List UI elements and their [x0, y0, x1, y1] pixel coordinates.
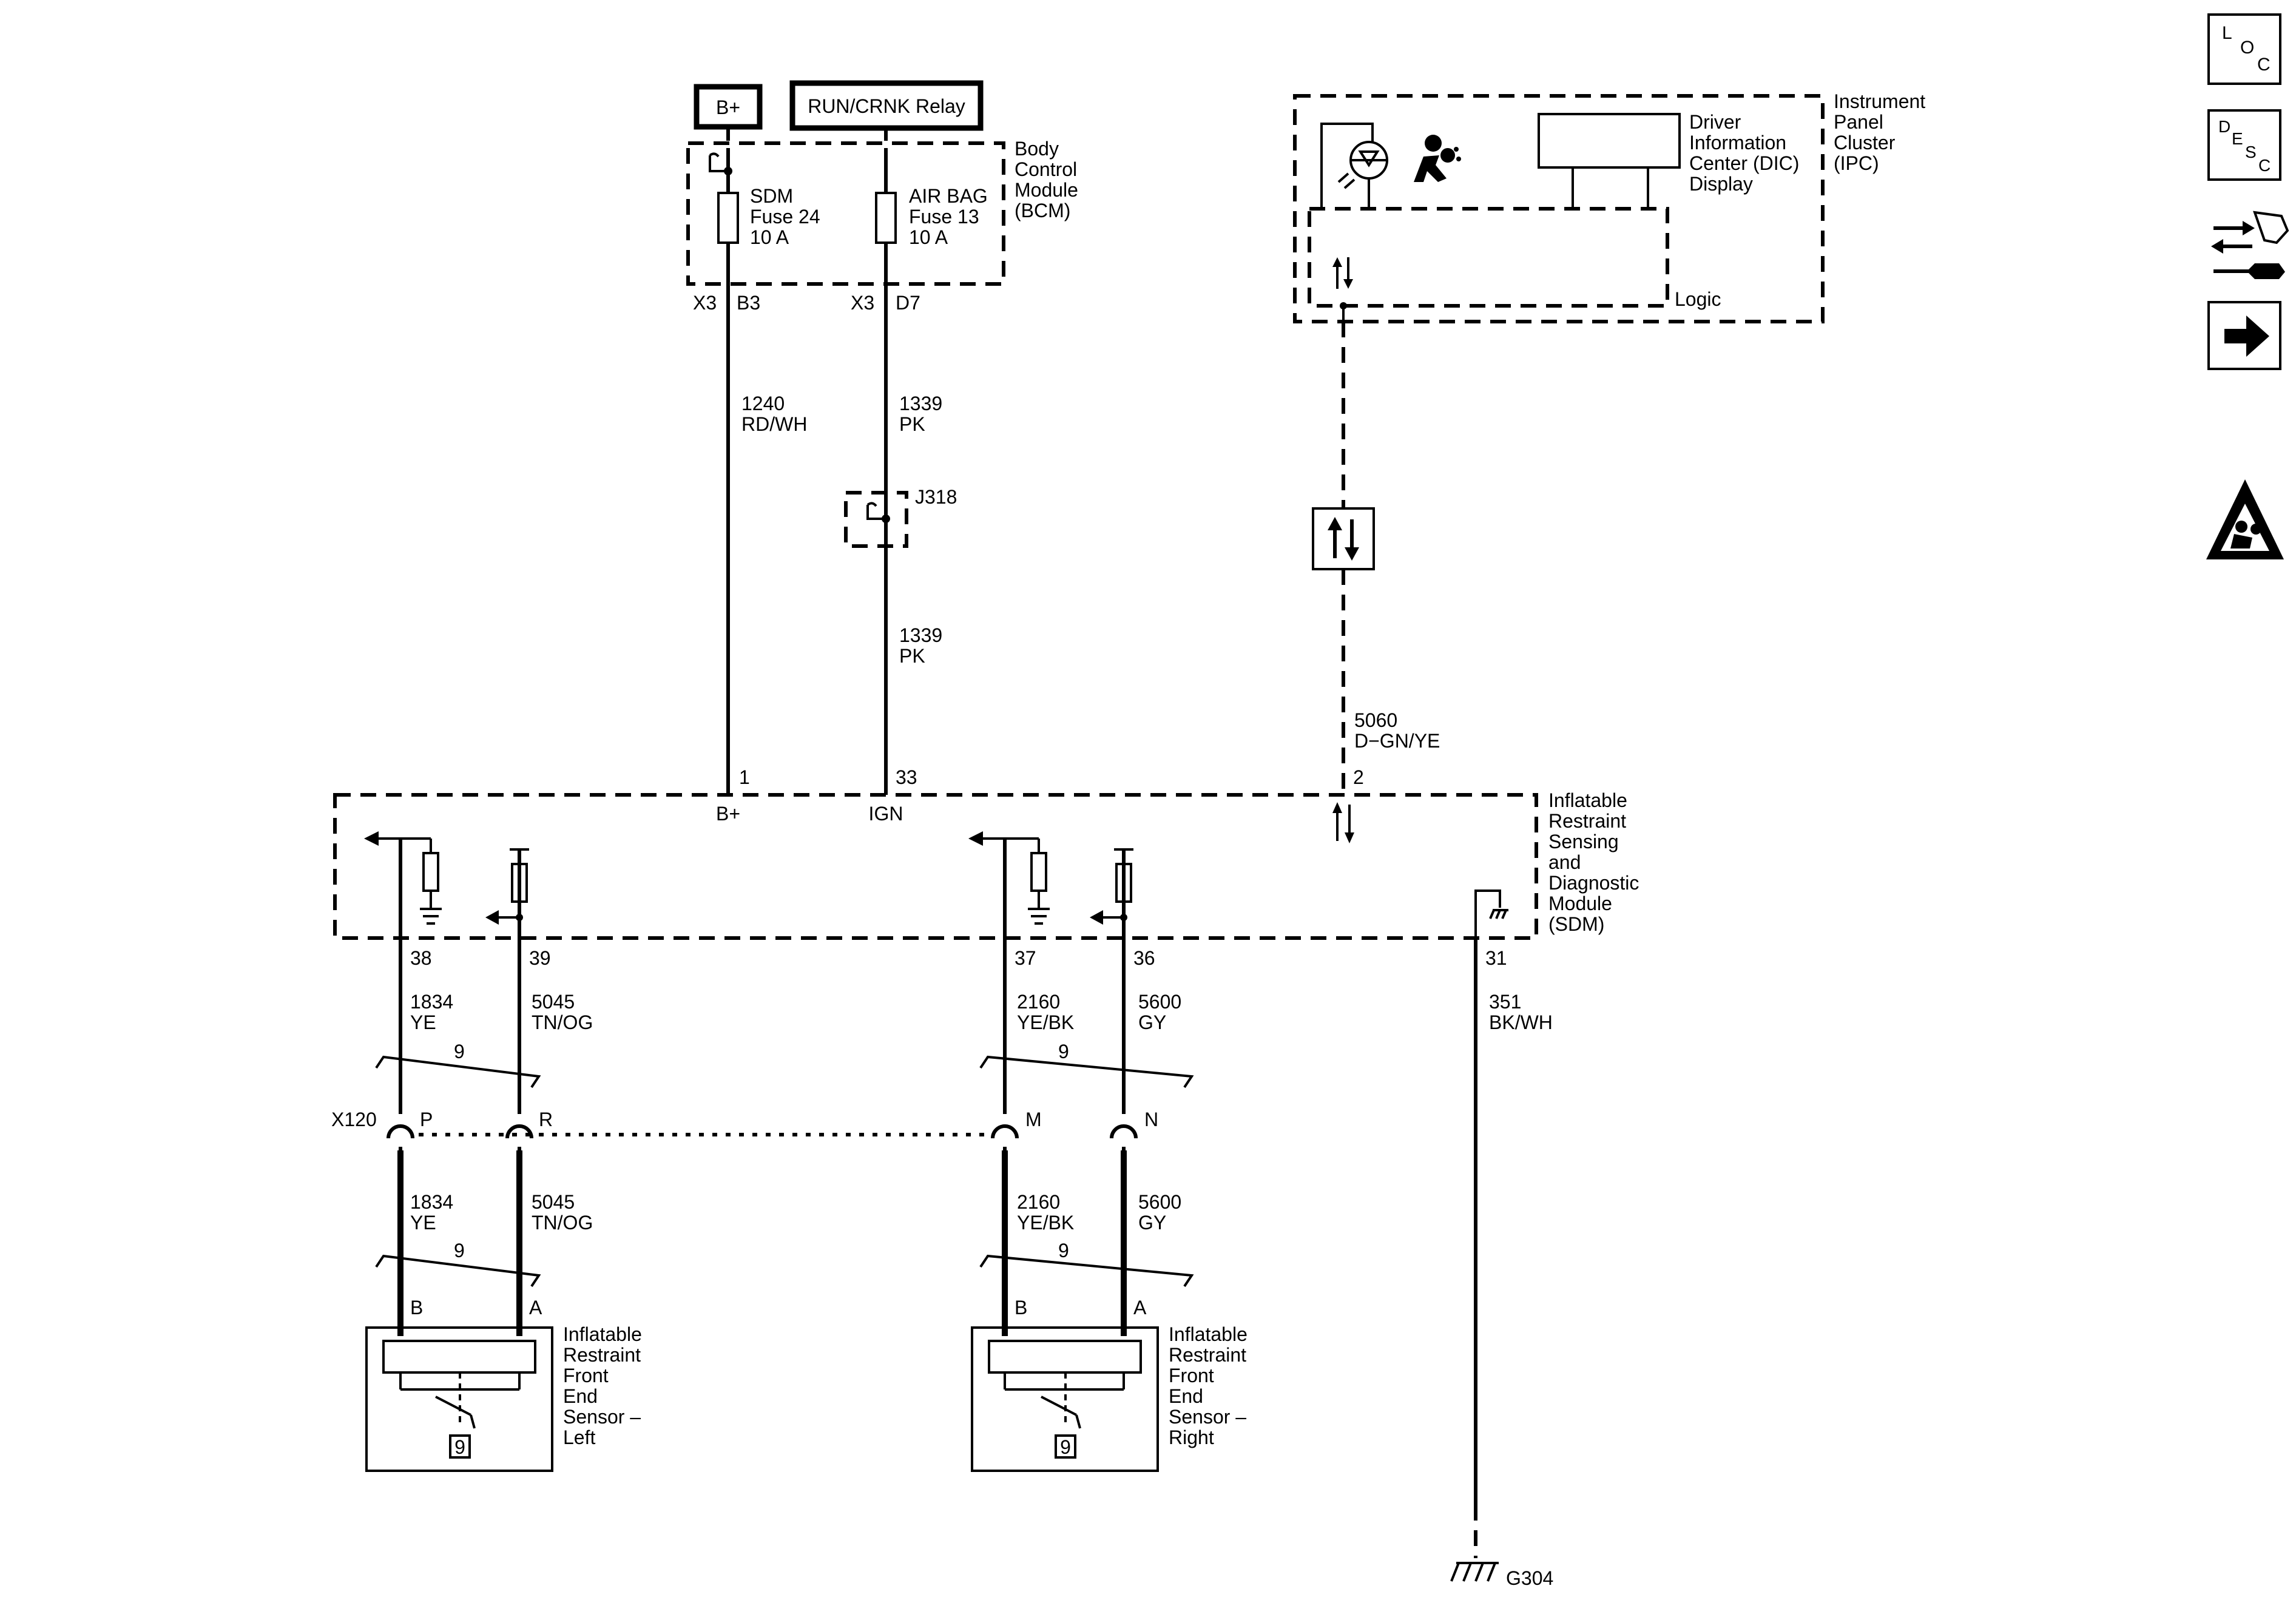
wire-upper-right-2: 5600 GY	[1138, 991, 1187, 1033]
wire-upper-left-1: 1834 YE	[410, 991, 459, 1033]
svg-text:E: E	[2232, 129, 2243, 148]
splice-label: J318	[915, 486, 957, 508]
sdm-ign: IGN	[869, 803, 903, 825]
sdm-pin-38: 38	[410, 947, 432, 969]
next-arrow-icon[interactable]	[2207, 301, 2281, 370]
sdm-pin-33: 33	[896, 766, 917, 788]
wire-351-label: 351 BK/WH	[1489, 991, 1553, 1033]
x120-pin-p: P	[420, 1109, 433, 1130]
sdm-circuit-39	[485, 848, 529, 938]
bcm-pin1: B3	[737, 292, 760, 314]
twist-lower-left: 9	[454, 1240, 465, 1261]
twist-upper-right: 9	[1058, 1041, 1069, 1062]
sdm-module: Inflatable Restraint Sensing and Diagnos…	[333, 766, 1644, 940]
airbag-symbol-icon	[1414, 135, 1461, 182]
x120-pin-n: N	[1144, 1109, 1158, 1130]
logic-label: Logic	[1675, 288, 1721, 310]
fuse2-label: AIR BAG Fuse 13 10 A	[909, 185, 993, 248]
sdm-pin-1: 1	[739, 766, 750, 788]
wire-lower-left-2: 5045 TN/OG	[532, 1191, 593, 1234]
wire-1240-label: 1240 RD/WH	[741, 393, 807, 435]
sdm-ground-icon	[1474, 890, 1508, 938]
bcm-pin2: D7	[896, 292, 920, 314]
wire-1339b-label: 1339 PK	[899, 624, 948, 667]
airbag-fuse	[875, 192, 897, 244]
relay-label: RUN/CRNK Relay	[808, 95, 965, 117]
wiring-repair-icon[interactable]	[2211, 211, 2289, 279]
sensor-right-pin-b: B	[1015, 1297, 1027, 1318]
sdm-pin-36: 36	[1133, 947, 1155, 969]
bcm-module: Body Control Module (BCM) SDM Fuse 24 10…	[686, 129, 1084, 314]
loc-icon[interactable]: L O C	[2207, 13, 2281, 85]
sensor-left-pin-a: A	[529, 1297, 542, 1318]
ipc-name: Instrument Panel Cluster (IPC)	[1834, 90, 1931, 174]
svg-text:C: C	[2257, 55, 2271, 75]
splice-j318: J318	[844, 486, 957, 548]
twist-upper-left: 9	[454, 1041, 465, 1062]
svg-text:D: D	[2218, 117, 2230, 136]
sdm-fuse	[717, 192, 739, 244]
svg-text:C: C	[2258, 156, 2271, 175]
front-end-sensor-left: B A 9 Inflatable Restraint Front End Sen…	[365, 1297, 647, 1472]
connector-name: X120	[331, 1109, 377, 1130]
sensor-left-name: Inflatable Restraint Front End Sensor – …	[563, 1323, 647, 1448]
dic-label: Driver Information Center (DIC) Display	[1689, 111, 1805, 195]
wire-5060-label: 5060 D−GN/YE	[1354, 709, 1440, 752]
wire-lower-left-1: 1834 YE	[410, 1191, 459, 1234]
sdm-pin-39: 39	[529, 947, 551, 969]
airbag-warning-icon	[2206, 479, 2284, 559]
sdm-bplus: B+	[716, 803, 740, 825]
svg-text:O: O	[2240, 38, 2254, 58]
wire-lower-right-2: 5600 GY	[1138, 1191, 1187, 1234]
bcm-conn1: X3	[693, 292, 717, 314]
sdm-pin-2: 2	[1353, 766, 1364, 788]
front-end-sensor-right: B A 9 Inflatable Restraint Front End Sen…	[971, 1297, 1253, 1472]
bplus-source: B+	[694, 84, 763, 130]
sensor-right-pin-a: A	[1133, 1297, 1147, 1318]
ipc-module: Instrument Panel Cluster (IPC) Driver In…	[1293, 90, 1931, 323]
serial-data-icon	[1312, 507, 1375, 570]
wire-upper-right-1: 2160 YE/BK	[1017, 991, 1074, 1033]
desc-icon[interactable]: D E S C	[2207, 109, 2281, 181]
sensor-left-badge: 9	[454, 1436, 465, 1458]
sensor-right-name: Inflatable Restraint Front End Sensor – …	[1169, 1323, 1253, 1448]
bcm-name: Body Control Module (BCM)	[1015, 138, 1084, 221]
x120-pin-r: R	[539, 1109, 553, 1130]
sdm-pin-31: 31	[1485, 947, 1507, 969]
fuse1-label: SDM Fuse 24 10 A	[750, 185, 826, 248]
logic-block	[1308, 207, 1669, 308]
run-crnk-relay: RUN/CRNK Relay	[789, 80, 984, 131]
dic-display	[1538, 113, 1681, 169]
ground-g304-icon	[1450, 1562, 1499, 1582]
sdm-circuit-36	[1090, 848, 1133, 938]
bplus-label: B+	[716, 96, 740, 118]
sensor-left-pin-b: B	[410, 1297, 423, 1318]
wire-upper-left-2: 5045 TN/OG	[532, 991, 593, 1033]
sdm-name: Inflatable Restraint Sensing and Diagnos…	[1548, 789, 1644, 935]
bcm-conn2: X3	[851, 292, 874, 314]
svg-text:S: S	[2245, 143, 2257, 161]
wire-lower-right-1: 2160 YE/BK	[1017, 1191, 1074, 1234]
sdm-circuit-38	[364, 831, 442, 938]
svg-text:L: L	[2222, 23, 2232, 43]
twist-lower-right: 9	[1058, 1240, 1069, 1261]
sdm-pin-37: 37	[1015, 947, 1036, 969]
connector-x120: X120 P R M N	[331, 1109, 1158, 1139]
sdm-circuit-37	[968, 831, 1050, 938]
ground-label: G304	[1506, 1567, 1553, 1589]
x120-pin-m: M	[1025, 1109, 1042, 1130]
wire-1339a-label: 1339 PK	[899, 393, 948, 435]
sensor-right-badge: 9	[1060, 1436, 1071, 1458]
